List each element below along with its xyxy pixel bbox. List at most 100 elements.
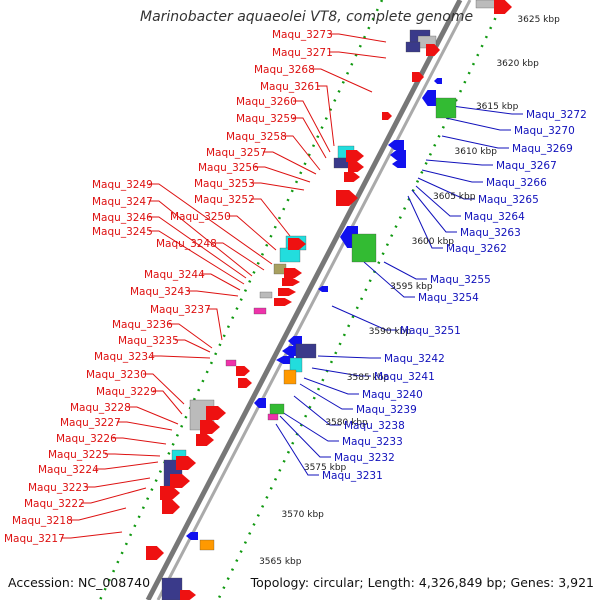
gene-label-left[interactable]: Maqu_3226 — [56, 433, 117, 445]
gene-arrow[interactable] — [196, 434, 214, 446]
gene-arrow[interactable] — [382, 112, 392, 120]
gene-label-right[interactable]: Maqu_3239 — [356, 404, 417, 416]
gene-label-left[interactable]: Maqu_3258 — [226, 131, 287, 143]
gene-arrow[interactable] — [434, 78, 442, 84]
gene-arrow[interactable] — [388, 140, 404, 150]
gene-arrow[interactable] — [238, 378, 252, 388]
gene-block[interactable] — [267, 413, 279, 421]
gene-label-left[interactable]: Maqu_3234 — [94, 351, 155, 363]
gene-block[interactable] — [295, 343, 317, 359]
gene-arrow[interactable] — [346, 150, 364, 162]
gene-arrow[interactable] — [254, 398, 266, 408]
gene-arrow[interactable] — [276, 356, 294, 364]
gene-block[interactable] — [259, 291, 273, 299]
gene-label-left[interactable]: Maqu_3252 — [194, 194, 255, 206]
gene-label-left[interactable]: Maqu_3217 — [4, 533, 65, 545]
gene-block[interactable] — [161, 577, 183, 600]
gene-block[interactable] — [253, 307, 267, 315]
gene-arrow[interactable] — [176, 456, 196, 470]
gene-label-left[interactable]: Maqu_3235 — [118, 335, 179, 347]
gene-label-left[interactable]: Maqu_3250 — [170, 211, 231, 223]
gene-label-left[interactable]: Maqu_3257 — [206, 147, 267, 159]
gene-label-right[interactable]: Maqu_3265 — [478, 194, 539, 206]
gene-label-left[interactable]: Maqu_3222 — [24, 498, 85, 510]
gene-label-left[interactable]: Maqu_3260 — [236, 96, 297, 108]
gene-block[interactable] — [435, 97, 457, 119]
gene-arrow[interactable] — [348, 162, 364, 172]
gene-label-left[interactable]: Maqu_3243 — [130, 286, 191, 298]
gene-label-left[interactable]: Maqu_3248 — [156, 238, 217, 250]
gene-arrow[interactable] — [426, 44, 440, 56]
gene-label-left[interactable]: Maqu_3268 — [254, 64, 315, 76]
gene-label-right[interactable]: Maqu_3269 — [512, 143, 573, 155]
gene-label-right[interactable]: Maqu_3272 — [526, 109, 587, 121]
gene-label-right[interactable]: Maqu_3241 — [374, 371, 435, 383]
gene-arrow[interactable] — [200, 420, 220, 434]
gene-label-left[interactable]: Maqu_3224 — [38, 464, 99, 476]
gene-label-left[interactable]: Maqu_3236 — [112, 319, 173, 331]
gene-label-left[interactable]: Maqu_3273 — [272, 29, 333, 41]
gene-label-right[interactable]: Maqu_3240 — [362, 389, 423, 401]
gene-arrow[interactable] — [318, 286, 328, 292]
gene-label-right[interactable]: Maqu_3232 — [334, 452, 395, 464]
gene-arrow[interactable] — [186, 532, 198, 540]
gene-label-right[interactable]: Maqu_3262 — [446, 243, 507, 255]
gene-label-left[interactable]: Maqu_3229 — [96, 386, 157, 398]
gene-label-left[interactable]: Maqu_3228 — [70, 402, 131, 414]
gene-block[interactable] — [351, 233, 377, 263]
gene-label-right[interactable]: Maqu_3233 — [342, 436, 403, 448]
gene-arrow[interactable] — [412, 72, 424, 82]
gene-arrow[interactable] — [282, 278, 300, 286]
gene-label-left[interactable]: Maqu_3246 — [92, 212, 153, 224]
gene-label-left[interactable]: Maqu_3223 — [28, 482, 89, 494]
gene-arrow[interactable] — [344, 172, 360, 182]
gene-arrow[interactable] — [288, 336, 302, 346]
gene-label-left[interactable]: Maqu_3249 — [92, 179, 153, 191]
gene-block[interactable] — [269, 403, 285, 415]
gene-label-left[interactable]: Maqu_3253 — [194, 178, 255, 190]
gene-label-left[interactable]: Maqu_3244 — [144, 269, 205, 281]
gene-arrow[interactable] — [170, 474, 190, 488]
gene-label-right[interactable]: Maqu_3238 — [344, 420, 405, 432]
gene-block[interactable] — [405, 41, 421, 53]
gene-label-left[interactable]: Maqu_3247 — [92, 196, 153, 208]
gene-label-right[interactable]: Maqu_3254 — [418, 292, 479, 304]
gene-arrow[interactable] — [392, 160, 406, 168]
gene-label-left[interactable]: Maqu_3261 — [260, 81, 321, 93]
gene-block[interactable] — [199, 539, 215, 551]
gene-label-left[interactable]: Maqu_3237 — [150, 304, 211, 316]
gene-arrow[interactable] — [162, 500, 180, 514]
gene-block[interactable] — [225, 359, 237, 367]
gene-label-right[interactable]: Maqu_3270 — [514, 125, 575, 137]
gene-arrow[interactable] — [390, 150, 406, 160]
gene-arrow[interactable] — [288, 238, 306, 250]
gene-arrow[interactable] — [274, 298, 292, 306]
gene-block[interactable] — [475, 0, 497, 9]
gene-arrow[interactable] — [160, 486, 180, 500]
gene-label-right[interactable]: Maqu_3263 — [460, 227, 521, 239]
gene-arrow[interactable] — [278, 288, 296, 296]
gene-label-left[interactable]: Maqu_3271 — [272, 47, 333, 59]
gene-label-left[interactable]: Maqu_3256 — [198, 162, 259, 174]
gene-arrow[interactable] — [494, 0, 512, 14]
gene-arrow[interactable] — [422, 90, 436, 106]
gene-arrow[interactable] — [206, 406, 226, 420]
gene-label-left[interactable]: Maqu_3218 — [12, 515, 73, 527]
gene-arrow[interactable] — [180, 590, 196, 600]
gene-label-right[interactable]: Maqu_3231 — [322, 470, 383, 482]
gene-block[interactable] — [283, 369, 297, 385]
gene-label-right[interactable]: Maqu_3266 — [486, 177, 547, 189]
gene-label-right[interactable]: Maqu_3267 — [496, 160, 557, 172]
gene-arrow[interactable] — [146, 546, 164, 560]
gene-label-right[interactable]: Maqu_3264 — [464, 211, 525, 223]
gene-label-right[interactable]: Maqu_3242 — [384, 353, 445, 365]
gene-label-left[interactable]: Maqu_3230 — [86, 369, 147, 381]
gene-arrow[interactable] — [236, 366, 250, 376]
gene-label-right[interactable]: Maqu_3255 — [430, 274, 491, 286]
gene-block[interactable] — [279, 247, 301, 263]
gene-label-left[interactable]: Maqu_3245 — [92, 226, 153, 238]
gene-label-left[interactable]: Maqu_3259 — [236, 113, 297, 125]
gene-label-left[interactable]: Maqu_3225 — [48, 449, 109, 461]
gene-arrow[interactable] — [336, 190, 358, 206]
gene-arrow[interactable] — [284, 268, 302, 278]
